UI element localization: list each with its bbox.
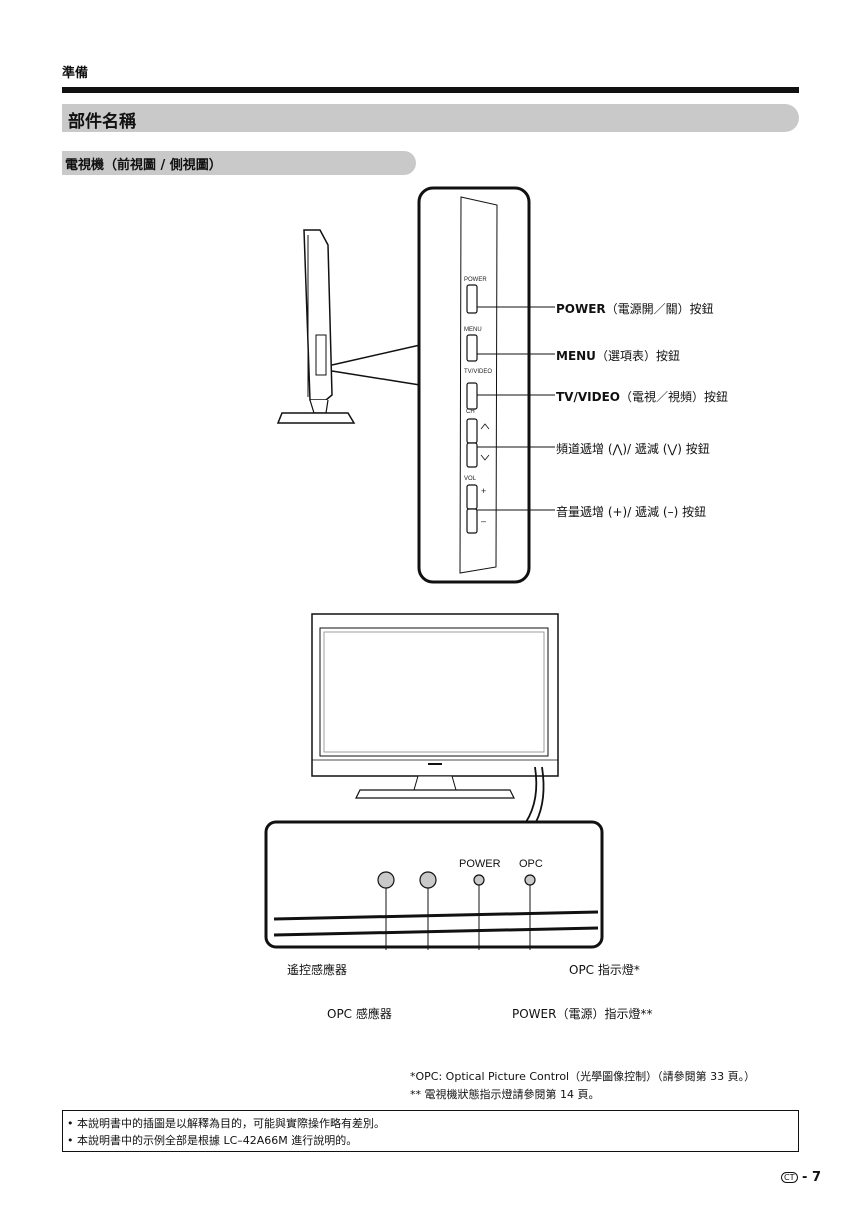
power-callout: POWER（電源開／關）按鈕	[556, 300, 714, 317]
front-opc-label: OPC	[519, 858, 543, 870]
header-rule	[62, 87, 799, 93]
title-bar: 部件名稱	[62, 104, 799, 132]
subtitle: 電視機（前視圖 / 側視圖）	[65, 158, 222, 173]
tv-side-view-illustration	[276, 186, 555, 584]
page-title: 部件名稱	[68, 112, 136, 132]
section-label: 準備	[62, 66, 89, 81]
power-indicator-callout: POWER（電源）指示燈**	[512, 1007, 653, 1021]
vol-button-label: VOL	[464, 476, 477, 482]
menu-callout-key: MENU	[556, 349, 596, 363]
page-number-value: 7	[811, 1170, 821, 1185]
footnote-status: ** 電視機狀態指示燈請參閱第 14 頁。	[410, 1088, 600, 1101]
volume-callout: 音量遞增 (+)/ 遞減 (–) 按鈕	[556, 505, 707, 519]
tvvideo-callout-key: TV/VIDEO	[556, 390, 620, 404]
power-callout-key: POWER	[556, 302, 606, 316]
power-button-label: POWER	[464, 277, 487, 283]
tvvideo-callout: TV/VIDEO（電視／視頻）按鈕	[556, 388, 728, 405]
remote-sensor-callout: 遙控感應器	[287, 963, 348, 977]
notes-box: • 本說明書中的插圖是以解釋為目的，可能與實際操作略有差別。 • 本說明書中的示…	[62, 1110, 799, 1152]
front-power-label: POWER	[459, 858, 501, 870]
menu-callout: MENU（選項表）按鈕	[556, 347, 680, 364]
vol-minus-label: –	[481, 516, 487, 526]
menu-button-label: MENU	[464, 327, 482, 333]
footnote-opc: *OPC: Optical Picture Control（光學圖像控制）（請參…	[410, 1070, 756, 1083]
power-callout-desc: （電源開／關）按鈕	[605, 302, 714, 316]
channel-callout: 頻道遞增 (⋀)/ 遞減 (⋁) 按鈕	[556, 442, 710, 456]
note-2: • 本說明書中的示例全部是根據 LC–42A66M 進行說明的。	[67, 1134, 358, 1147]
tv-front-view-illustration	[264, 613, 604, 950]
page-number: CT - 7	[781, 1170, 821, 1185]
opc-sensor-callout: OPC 感應器	[327, 1007, 392, 1021]
tvvideo-button-label: TV/VIDEO	[464, 369, 493, 375]
menu-callout-desc: （選項表）按鈕	[595, 349, 680, 363]
opc-indicator-callout: OPC 指示燈*	[569, 963, 640, 977]
subtitle-bar: 電視機（前視圖 / 側視圖）	[62, 151, 416, 175]
language-badge: CT	[781, 1172, 798, 1183]
vol-plus-label: +	[481, 486, 487, 496]
note-1: • 本說明書中的插圖是以解釋為目的，可能與實際操作略有差別。	[67, 1117, 385, 1130]
ch-button-label: CH	[466, 409, 475, 415]
tvvideo-callout-desc: （電視／視頻）按鈕	[619, 390, 728, 404]
